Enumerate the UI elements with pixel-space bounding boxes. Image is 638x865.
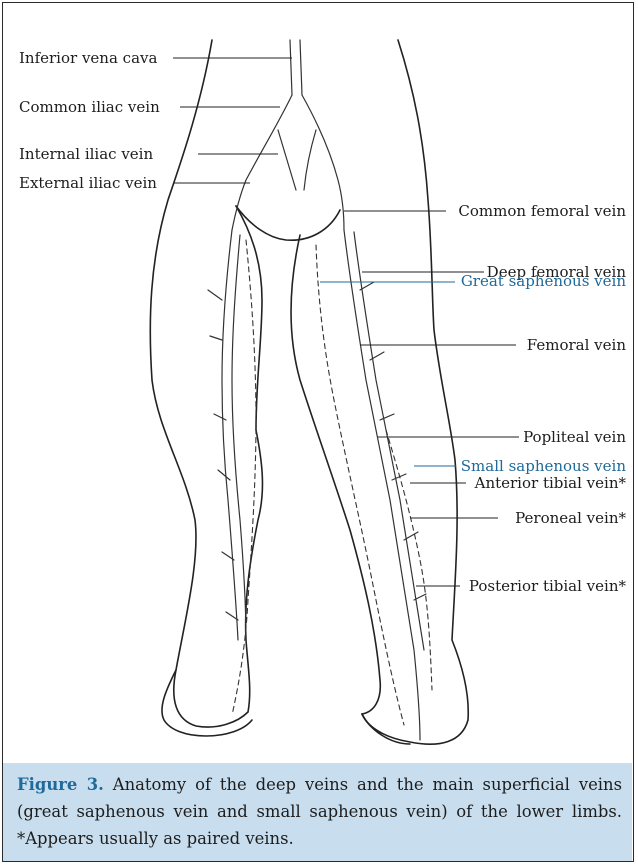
label-common-femoral-vein: Common femoral vein [458, 202, 626, 220]
left-great-saphenous-vessel [316, 245, 404, 725]
label-inferior-vena-cava: Inferior vena cava [19, 49, 157, 67]
figure-caption: Figure 3. Anatomy of the deep veins and … [3, 763, 632, 861]
label-common-iliac-vein: Common iliac vein [19, 98, 160, 116]
label-external-iliac-vein: External iliac vein [19, 174, 157, 192]
label-internal-iliac-vein: Internal iliac vein [19, 145, 153, 163]
right-iliac-vessel [232, 95, 292, 230]
figure-number: Figure 3. [17, 775, 104, 794]
label-great-saphenous-vein: Great saphenous vein [461, 272, 627, 290]
left-leg-inner-contour [291, 235, 380, 714]
label-femoral-vein: Femoral vein [527, 336, 627, 354]
label-popliteal-vein: Popliteal vein [523, 428, 626, 446]
label-posterior-tibial-vein: Posterior tibial vein* [469, 577, 627, 595]
label-anterior-tibial-vein: Anterior tibial vein* [474, 474, 627, 492]
internal-iliac-branch [278, 130, 316, 190]
left-femoral-vessel [344, 230, 420, 740]
inferior-vena-cava-vessel [290, 40, 302, 95]
leader-lines [173, 58, 519, 586]
label-peroneal-vein: Peroneal vein* [515, 509, 626, 527]
label-small-saphenous-vein: Small saphenous vein [461, 457, 627, 475]
deep-veins [208, 40, 426, 740]
caption-text: Anatomy of the deep veins and the main s… [17, 775, 622, 848]
vein-anatomy-diagram: Inferior vena cava Common iliac vein Int… [0, 0, 638, 763]
leg-outlines [150, 40, 468, 744]
left-branches [360, 282, 426, 600]
right-great-saphenous-vessel [232, 240, 256, 715]
crotch-contour [236, 206, 340, 240]
